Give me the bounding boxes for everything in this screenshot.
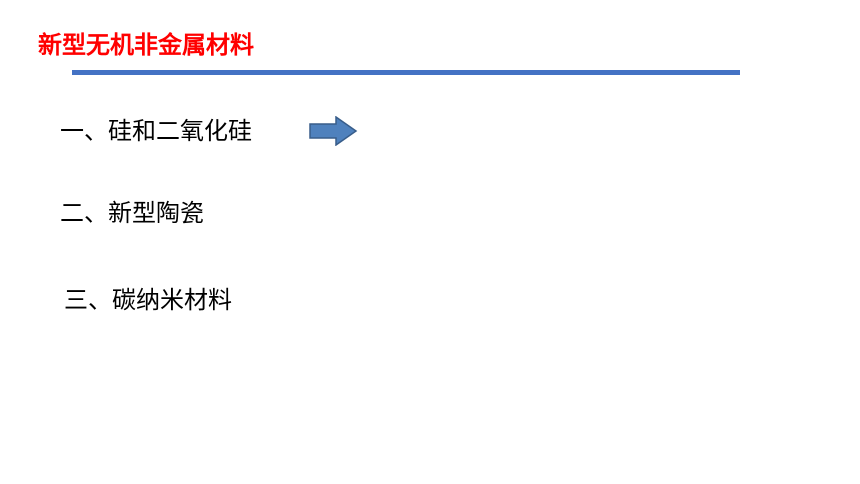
title-underline — [72, 70, 740, 75]
menu-item-carbon-nanomaterials[interactable]: 三、碳纳米材料 — [64, 286, 232, 314]
slide-title: 新型无机非金属材料 — [38, 30, 254, 59]
menu-item-new-ceramics[interactable]: 二、新型陶瓷 — [60, 199, 204, 227]
menu-item-silicon-and-silica[interactable]: 一、硅和二氧化硅 — [60, 117, 252, 145]
right-arrow-icon[interactable] — [308, 116, 358, 146]
